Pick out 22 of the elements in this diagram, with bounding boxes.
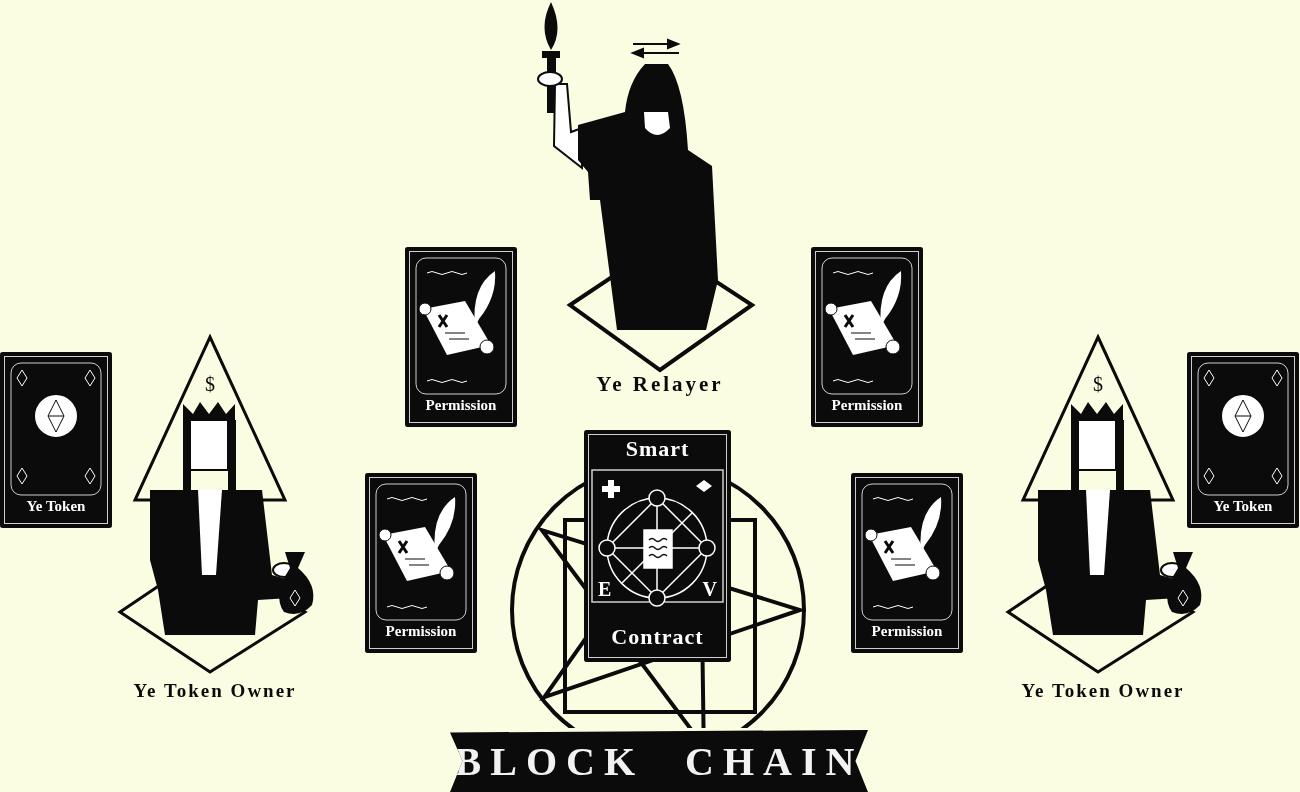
figure-label: Ye Token Owner	[1020, 680, 1186, 702]
dollar-sign: $	[1092, 374, 1104, 394]
token-card	[1187, 352, 1299, 528]
card-title: Permission	[830, 397, 904, 414]
smart-contract-card	[584, 430, 731, 662]
permission-card	[365, 473, 477, 653]
figure-label: Ye Relayer	[595, 372, 725, 397]
card-title: Permission	[384, 623, 458, 640]
corner-letter: E	[598, 578, 612, 601]
permission-card	[851, 473, 963, 653]
card-title: Contract	[610, 624, 705, 650]
dollar-sign: $	[204, 374, 216, 394]
card-title: Permission	[424, 397, 498, 414]
card-title: Permission	[870, 623, 944, 640]
permission-card	[811, 247, 923, 427]
card-title: Ye Token	[1212, 498, 1274, 515]
permission-card	[405, 247, 517, 427]
token-card	[0, 352, 112, 528]
figure-label: Ye Token Owner	[132, 680, 298, 702]
card-title: Smart	[624, 436, 691, 462]
corner-letter: V	[702, 578, 717, 601]
card-title: Ye Token	[25, 498, 87, 515]
